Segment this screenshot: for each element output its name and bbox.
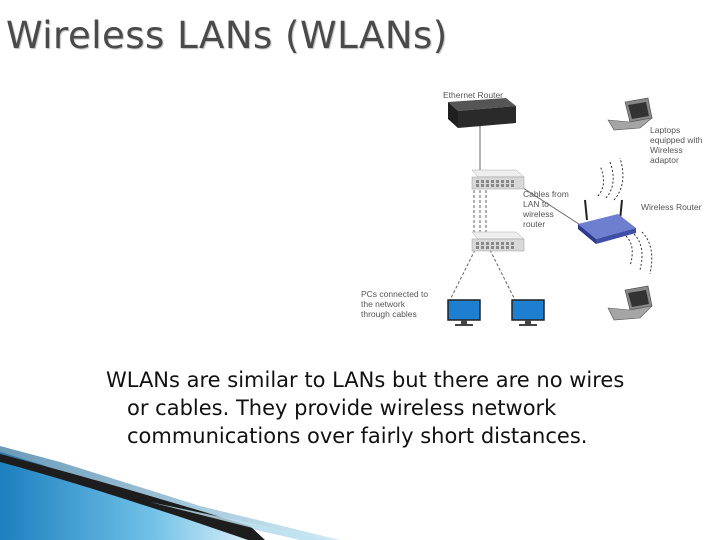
label-laptops-3: Wireless — [650, 145, 683, 155]
label-cables-2: LAN to — [523, 199, 549, 209]
body-line-2: or cables. They provide wireless network — [127, 396, 557, 420]
laptop-icon — [607, 285, 653, 321]
label-laptops-1: Laptops — [650, 125, 681, 135]
body-line-1: WLANs are similar to LANs but there are … — [106, 368, 625, 392]
desktop-monitor-icon — [511, 299, 545, 326]
label-cables-3: wireless — [523, 209, 554, 219]
network-diagram: Ethernet Router Laptops equipped with Wi… — [330, 78, 720, 340]
corner-swoosh-decoration — [0, 446, 340, 540]
label-wireless-router: Wireless Router — [641, 202, 702, 212]
connection-lines — [449, 126, 583, 301]
label-pcs-3: through cables — [361, 309, 417, 319]
switch-icon — [471, 169, 525, 190]
switch-icon — [471, 231, 525, 252]
label-pcs-1: PCs connected to — [361, 289, 429, 299]
network-diagram-svg — [447, 97, 654, 326]
body-line-3: communications over fairly short distanc… — [127, 424, 588, 448]
label-ethernet-router: Ethernet Router — [443, 90, 504, 100]
ethernet-router-icon — [448, 98, 516, 128]
laptop-icon — [607, 97, 654, 131]
page-title: Wireless LANs (WLANs) — [6, 14, 448, 57]
wireless-signal-icon — [597, 157, 653, 275]
desktop-monitor-icon — [447, 299, 481, 326]
label-cables-4: router — [523, 219, 546, 229]
label-laptops-4: adaptor — [650, 155, 679, 165]
label-laptops-2: equipped with — [650, 135, 703, 145]
label-cables-1: Cables from — [523, 189, 569, 199]
slide-body-text: WLANs are similar to LANs but there are … — [106, 366, 706, 450]
wireless-router-icon — [578, 199, 636, 244]
label-pcs-2: the network — [361, 299, 405, 309]
